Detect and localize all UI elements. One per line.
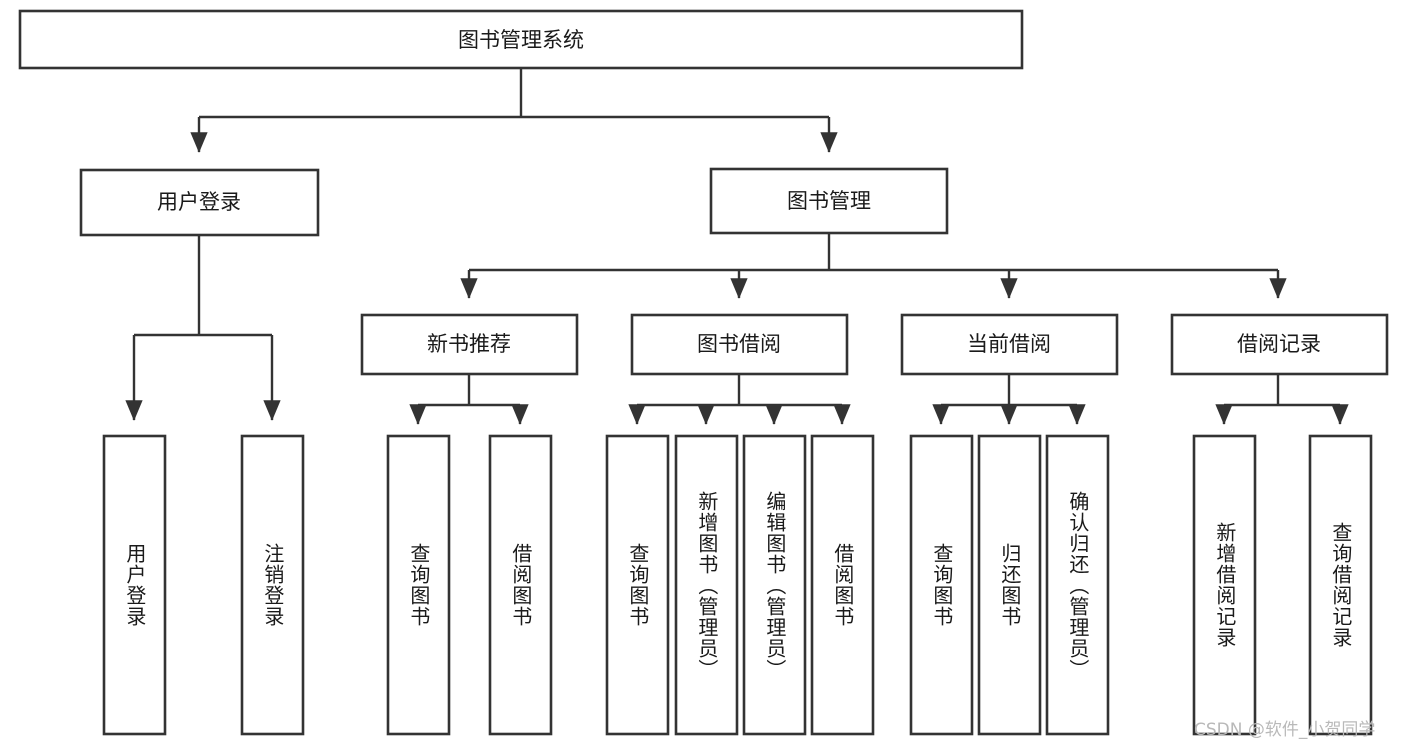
node-book-management-box[interactable] — [709, 167, 949, 235]
connector-new-book-recommend-children — [409, 374, 529, 425]
leaf-confirm-return-box[interactable] — [1045, 434, 1110, 736]
node-current-borrow-label: 当前借阅 — [967, 332, 1051, 356]
node-new-book-recommend-box[interactable] — [360, 313, 579, 376]
node-root-box[interactable] — [18, 9, 1024, 70]
leaf-add-record-box[interactable] — [1192, 434, 1257, 736]
node-borrow-record-box[interactable] — [1170, 313, 1389, 376]
leaf-query-book-2-box[interactable] — [605, 434, 670, 736]
connector-root-trunk — [190, 68, 838, 153]
node-borrow-record-label: 借阅记录 — [1237, 332, 1321, 356]
node-root-label: 图书管理系统 — [458, 28, 584, 52]
csdn-watermark: CSDN @软件_小贺同学 — [1194, 720, 1376, 740]
leaf-add-book-box[interactable] — [674, 434, 739, 736]
leaf-logout-login-box[interactable] — [240, 434, 305, 736]
node-new-book-recommend-label: 新书推荐 — [427, 332, 511, 356]
leaf-user-login-box[interactable] — [102, 434, 167, 736]
leaf-edit-book-box[interactable] — [742, 434, 807, 736]
node-current-borrow-box[interactable] — [900, 313, 1119, 376]
connector-user-login-children — [125, 235, 281, 421]
connector-book-management-children — [460, 233, 1287, 299]
leaf-return-book-box[interactable] — [977, 434, 1042, 736]
connector-current-borrow-children — [932, 374, 1086, 425]
leaf-borrow-book-2-box[interactable] — [810, 434, 875, 736]
node-book-borrow-box[interactable] — [630, 313, 849, 376]
leaf-borrow-book-1-box[interactable] — [488, 434, 553, 736]
node-book-management-label: 图书管理 — [787, 189, 871, 213]
node-user-login-label: 用户登录 — [157, 190, 241, 214]
leaf-query-record-box[interactable] — [1308, 434, 1373, 736]
node-user-login-box[interactable] — [79, 168, 320, 237]
leaf-query-book-3-box[interactable] — [909, 434, 974, 736]
node-book-borrow-label: 图书借阅 — [697, 332, 781, 356]
connector-borrow-record-children — [1215, 374, 1349, 425]
leaf-query-book-1-box[interactable] — [386, 434, 451, 736]
connector-book-borrow-children — [628, 374, 851, 425]
